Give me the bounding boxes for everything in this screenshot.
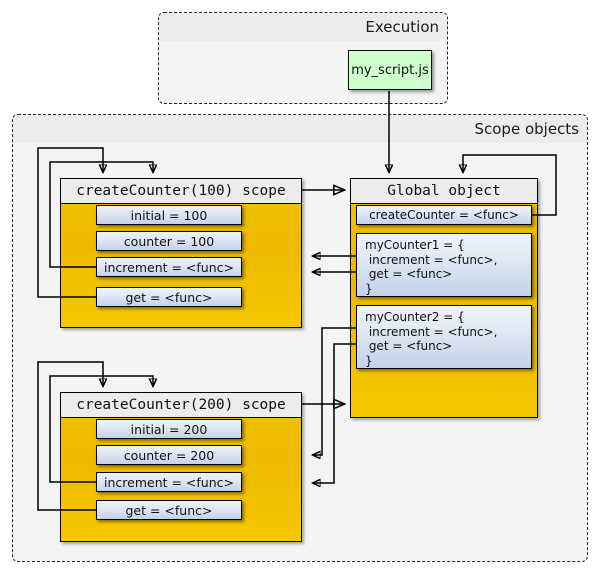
var-increment-200-label: increment = <func>: [104, 474, 234, 490]
var-increment-200[interactable]: increment = <func>: [96, 472, 242, 492]
node-my-script-js[interactable]: my_script.js: [348, 50, 432, 90]
scope-createcounter-100-title: createCounter(100) scope: [61, 179, 301, 204]
scope-createcounter-200-title: createCounter(200) scope: [61, 393, 301, 418]
var-initial-200-label: initial = 200: [130, 421, 208, 437]
var-increment-100[interactable]: increment = <func>: [96, 257, 242, 277]
var-initial-200[interactable]: initial = 200: [96, 419, 242, 439]
var-get-200-label: get = <func>: [125, 502, 213, 518]
var-counter-100[interactable]: counter = 100: [96, 231, 242, 251]
var-get-100-label: get = <func>: [125, 289, 213, 305]
var-mycounter2[interactable]: myCounter2 = { increment = <func>, get =…: [356, 305, 532, 369]
var-initial-100[interactable]: initial = 100: [96, 205, 242, 225]
node-global-object-title: Global object: [351, 179, 537, 204]
var-counter-200-label: counter = 200: [123, 447, 215, 463]
var-counter-100-label: counter = 100: [123, 233, 215, 249]
var-increment-100-label: increment = <func>: [104, 259, 234, 275]
group-scope-objects-title: Scope objects: [13, 115, 587, 143]
var-mycounter1[interactable]: myCounter1 = { increment = <func>, get =…: [356, 233, 532, 297]
var-counter-200[interactable]: counter = 200: [96, 445, 242, 465]
group-execution-title: Execution: [159, 13, 447, 41]
var-initial-100-label: initial = 100: [130, 207, 208, 223]
node-my-script-js-label: my_script.js: [351, 62, 429, 78]
var-createcounter-label: createCounter = <func>: [369, 208, 519, 222]
var-get-200[interactable]: get = <func>: [96, 500, 242, 520]
var-get-100[interactable]: get = <func>: [96, 287, 242, 307]
var-createcounter[interactable]: createCounter = <func>: [356, 205, 532, 225]
